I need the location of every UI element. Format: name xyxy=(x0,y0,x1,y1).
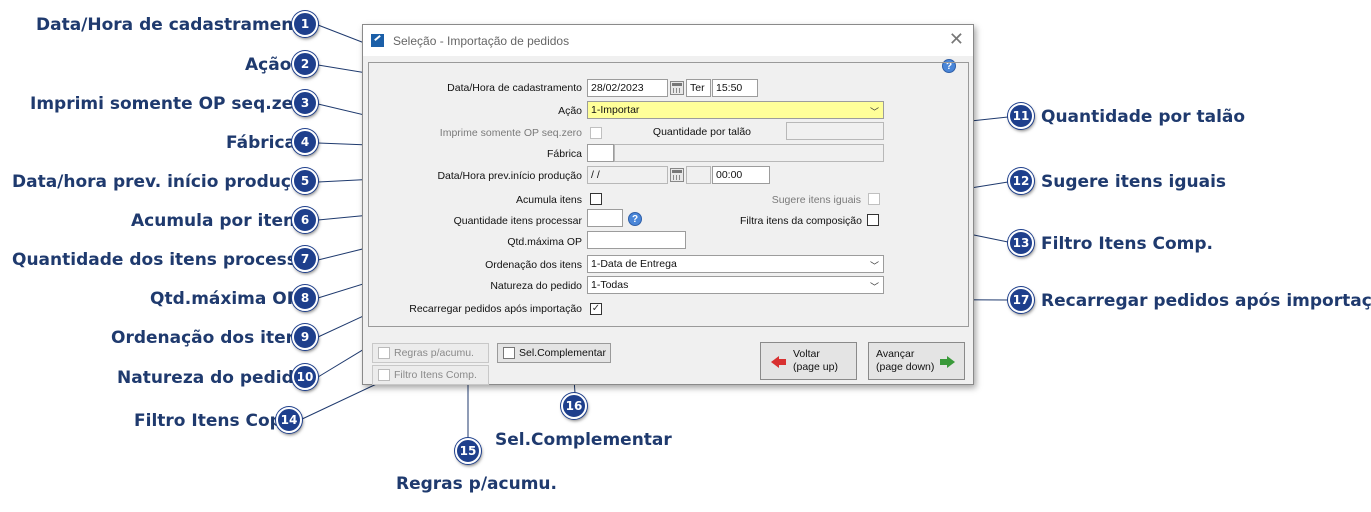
callout-badge-16: 16 xyxy=(561,393,587,419)
callout-label-5: Data/hora prev. início produção xyxy=(12,172,315,192)
callout-label-1: Data/Hora de cadastramento xyxy=(36,15,314,35)
filtro-itens-comp-label: Filtro Itens Comp. xyxy=(394,369,477,381)
callout-badge-5: 5 xyxy=(292,168,318,194)
qtd-talao-input[interactable] xyxy=(786,122,884,140)
chevron-down-icon: ﹀ xyxy=(869,107,879,117)
callout-label-17: Recarregar pedidos após importação xyxy=(1041,291,1371,311)
filtra-label: Filtra itens da composição xyxy=(740,215,862,227)
avancar-label: Avançar xyxy=(876,348,915,360)
qtd-talao-label: Quantidade por talão xyxy=(652,126,751,138)
sugere-checkbox[interactable] xyxy=(868,193,880,205)
close-icon[interactable]: ✕ xyxy=(948,29,964,49)
acumula-checkbox[interactable] xyxy=(590,193,602,205)
recarregar-checkbox[interactable]: ✓ xyxy=(590,303,602,315)
acao-select[interactable]: 1-Importar ﹀ xyxy=(587,101,884,119)
prev-inicio-date-input[interactable]: / / xyxy=(587,166,668,184)
chevron-down-icon: ﹀ xyxy=(869,261,879,271)
calendar-icon[interactable] xyxy=(670,168,684,182)
callout-badge-2: 2 xyxy=(292,51,318,77)
callout-label-4: Fábrica xyxy=(226,133,297,153)
dialog-titlebar: Seleção - Importação de pedidos ✕ xyxy=(363,25,973,56)
natureza-select-value: 1-Todas xyxy=(591,279,629,291)
checklist-icon xyxy=(503,347,515,359)
recarregar-label: Recarregar pedidos após importação xyxy=(409,303,582,315)
arrow-left-icon xyxy=(771,356,786,368)
dialog-title: Seleção - Importação de pedidos xyxy=(393,34,570,48)
callout-badge-9: 9 xyxy=(292,324,318,350)
callout-badge-10: 10 xyxy=(292,364,318,390)
natureza-select[interactable]: 1-Todas ﹀ xyxy=(587,276,884,294)
callout-badge-6: 6 xyxy=(292,207,318,233)
regras-acumu-label: Regras p/acumu. xyxy=(394,347,474,359)
regras-acumu-button[interactable]: Regras p/acumu. xyxy=(372,343,489,363)
callout-label-7: Quantidade dos itens processar xyxy=(12,250,317,270)
data-cadastro-input[interactable]: 28/02/2023 xyxy=(587,79,668,97)
natureza-label: Natureza do pedido xyxy=(490,280,582,292)
selection-dialog: Seleção - Importação de pedidos ✕ ? Data… xyxy=(362,24,974,385)
callout-badge-14: 14 xyxy=(276,407,302,433)
hora-cadastro-input[interactable]: 15:50 xyxy=(712,79,758,97)
filtro-itens-comp-button[interactable]: Filtro Itens Comp. xyxy=(372,365,489,385)
qtd-max-input[interactable] xyxy=(587,231,686,249)
fabrica-code-input[interactable] xyxy=(587,144,614,162)
acumula-label: Acumula itens xyxy=(516,194,582,206)
arrow-right-icon xyxy=(940,356,955,368)
avancar-button[interactable]: Avançar (page down) xyxy=(868,342,965,380)
imprime-label: Imprime somente OP seq.zero xyxy=(439,127,582,139)
callout-label-6: Acumula por itens xyxy=(131,211,306,231)
fabrica-label: Fábrica xyxy=(546,148,582,160)
callout-label-16: Sel.Complementar xyxy=(495,430,672,450)
help-icon[interactable]: ? xyxy=(628,212,642,226)
qtd-itens-input[interactable] xyxy=(587,209,623,227)
callout-badge-8: 8 xyxy=(292,285,318,311)
callout-badge-3: 3 xyxy=(292,90,318,116)
options-group xyxy=(368,62,969,327)
weekday-field: Ter xyxy=(686,79,711,97)
voltar-button[interactable]: Voltar (page up) xyxy=(760,342,857,380)
checklist-icon xyxy=(378,347,390,359)
callout-label-15: Regras p/acumu. xyxy=(396,474,557,494)
callout-badge-12: 12 xyxy=(1008,168,1034,194)
callout-badge-1: 1 xyxy=(292,11,318,37)
prev-inicio-label: Data/Hora prev.início produção xyxy=(437,170,582,182)
callout-label-8: Qtd.máxima OP xyxy=(150,289,300,309)
voltar-hint: (page up) xyxy=(793,361,838,373)
calendar-icon[interactable] xyxy=(670,81,684,95)
prev-inicio-weekday-field xyxy=(686,166,711,184)
callout-badge-15: 15 xyxy=(455,438,481,464)
data-hora-label: Data/Hora de cadastramento xyxy=(447,82,582,94)
acao-label: Ação xyxy=(558,105,582,117)
callout-label-10: Natureza do pedido xyxy=(117,368,306,388)
app-icon xyxy=(371,34,384,47)
callout-badge-7: 7 xyxy=(292,246,318,272)
callout-label-3: Imprimi somente OP seq.zero xyxy=(30,94,314,114)
ordenacao-label: Ordenação dos itens xyxy=(485,259,582,271)
prev-inicio-time-input[interactable]: 00:00 xyxy=(712,166,770,184)
voltar-label: Voltar xyxy=(793,348,820,360)
callout-badge-4: 4 xyxy=(292,129,318,155)
qtd-itens-label: Quantidade itens processar xyxy=(453,215,582,227)
callout-label-2: Ação xyxy=(245,55,292,75)
callout-label-12: Sugere itens iguais xyxy=(1041,172,1227,192)
acao-select-value: 1-Importar xyxy=(591,104,640,116)
callout-badge-17: 17 xyxy=(1008,287,1034,313)
callout-label-9: Ordenação dos itens xyxy=(111,328,308,348)
filtra-checkbox[interactable] xyxy=(867,214,879,226)
ordenacao-select-value: 1-Data de Entrega xyxy=(591,258,677,270)
chevron-down-icon: ﹀ xyxy=(869,282,879,292)
sugere-label: Sugere itens iguais xyxy=(771,194,861,206)
avancar-hint: (page down) xyxy=(876,361,935,373)
qtd-max-label: Qtd.máxima OP xyxy=(507,236,582,248)
sel-complementar-button[interactable]: Sel.Complementar xyxy=(497,343,611,363)
callout-label-11: Quantidade por talão xyxy=(1041,107,1246,127)
filter-icon xyxy=(378,369,390,381)
callout-badge-13: 13 xyxy=(1008,230,1034,256)
callout-label-14: Filtro Itens Cop. xyxy=(134,411,289,431)
callout-label-13: Filtro Itens Comp. xyxy=(1041,234,1213,254)
sel-complementar-label: Sel.Complementar xyxy=(519,347,606,359)
ordenacao-select[interactable]: 1-Data de Entrega ﹀ xyxy=(587,255,884,273)
callout-badge-11: 11 xyxy=(1008,103,1034,129)
fabrica-name-field xyxy=(614,144,884,162)
imprime-checkbox[interactable] xyxy=(590,127,602,139)
